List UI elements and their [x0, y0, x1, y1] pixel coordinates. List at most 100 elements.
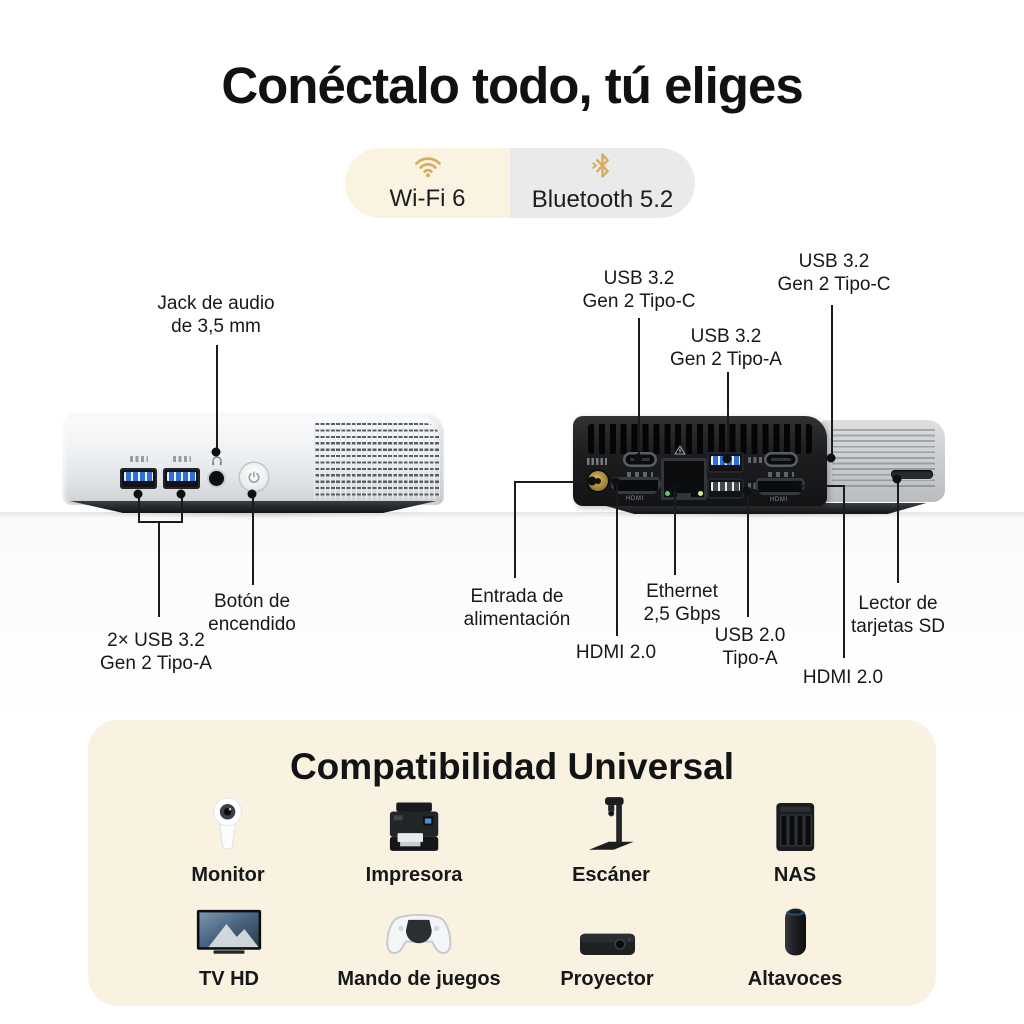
- callout-dot: [826, 453, 836, 463]
- page-title: Conéctalo todo, tú eliges: [221, 57, 803, 114]
- callout-line: [727, 372, 729, 457]
- audio-jack-port: [209, 471, 224, 486]
- compat-item-nas: NAS: [685, 792, 905, 887]
- nas-icon: [765, 792, 826, 856]
- power-icon: [248, 471, 260, 483]
- callout-line: [831, 305, 833, 457]
- callout-line: [797, 485, 843, 487]
- callout-line: [674, 487, 676, 575]
- callout-line: [158, 521, 160, 617]
- callout-usb-c-left: USB 3.2 Gen 2 Tipo-C: [582, 268, 696, 312]
- usb-ss-icon: [748, 457, 766, 463]
- table-surface: [0, 517, 1024, 717]
- callout-ethernet: Ethernet 2,5 Gbps: [643, 581, 721, 625]
- front-vent-grille-icon: [314, 423, 440, 499]
- projector-icon: [575, 896, 640, 960]
- bluetooth-badge-label: Bluetooth 5.2: [531, 186, 674, 213]
- side-vent-grille-icon: [832, 429, 935, 490]
- callout-hdmi-left: HDMI 2.0: [575, 642, 657, 663]
- callout-usb-2: USB 2.0 Tipo-A: [714, 625, 786, 669]
- callout-dot: [722, 454, 732, 464]
- printer-icon: [381, 792, 447, 856]
- callout-power-in: Entrada de alimentación: [463, 586, 571, 630]
- compat-item-gamepad: Mando de juegos: [309, 896, 529, 991]
- compat-item-printer: Impresora: [304, 792, 524, 887]
- callout-usb-front: 2× USB 3.2 Gen 2 Tipo-A: [100, 630, 212, 674]
- bluetooth-icon: [590, 152, 615, 184]
- mini-pc-front-view: [62, 412, 444, 505]
- callout-line: [638, 318, 640, 457]
- callout-dot: [669, 482, 679, 492]
- usb-ss-icon: [130, 456, 148, 462]
- callout-dot: [633, 453, 643, 463]
- compatibility-card: Compatibilidad Universal Monitor: [88, 720, 936, 1006]
- usb-2-port: [707, 478, 744, 499]
- gamepad-icon: [382, 896, 456, 960]
- callout-dot: [176, 489, 186, 499]
- callout-line: [252, 497, 254, 585]
- rear-vent-slots-icon: [588, 424, 812, 454]
- connectivity-badges: Wi-Fi 6 Bluetooth 5.2: [345, 148, 695, 218]
- usb-ss-icon: [173, 456, 191, 462]
- compat-label: Proyector: [560, 968, 654, 990]
- dc-power-jack: [588, 471, 608, 491]
- wifi-icon: [413, 153, 443, 183]
- hdmi-port-left: [611, 477, 661, 494]
- callout-power-button: Botón de encendido: [208, 591, 296, 635]
- rear-device-base: [595, 503, 927, 514]
- compat-item-projector: Proyector: [497, 896, 717, 991]
- callout-usb-c-right: USB 3.2 Gen 2 Tipo-C: [777, 251, 891, 295]
- callout-hdmi-right: HDMI 2.0: [802, 667, 884, 688]
- callout-dot: [211, 447, 221, 457]
- compat-item-speaker: Altavoces: [685, 896, 905, 991]
- hdmi-marking: HDMI: [770, 497, 788, 503]
- compat-label: TV HD: [199, 968, 259, 990]
- compat-item-tv: TV HD: [119, 896, 339, 991]
- power-button: [240, 463, 268, 491]
- bluetooth-badge: Bluetooth 5.2: [510, 148, 695, 218]
- wifi-badge-label: Wi-Fi 6: [389, 185, 466, 212]
- scanner-icon: [579, 792, 643, 856]
- warning-icon: [674, 442, 686, 460]
- callout-line: [181, 497, 183, 523]
- callout-dot: [792, 480, 802, 490]
- usb-a-port: [163, 468, 200, 489]
- headphone-icon: [211, 454, 223, 472]
- callout-line: [843, 485, 845, 658]
- compat-label: Escáner: [572, 864, 650, 886]
- usb-c-port-right: [764, 452, 798, 467]
- callout-dot: [587, 476, 597, 486]
- callout-line: [514, 481, 592, 483]
- compatibility-title: Compatibilidad Universal: [289, 746, 735, 787]
- compat-label: Impresora: [365, 864, 463, 886]
- callout-dot: [611, 477, 621, 487]
- callout-line: [616, 482, 618, 636]
- callout-line: [897, 479, 899, 583]
- ethernet-port: [661, 458, 707, 500]
- speaker-icon: [778, 896, 813, 960]
- callout-dot: [742, 486, 752, 496]
- callout-audio-jack: Jack de audio de 3,5 mm: [157, 293, 275, 337]
- hdmi-marking: HDMI: [626, 496, 644, 502]
- table-edge: [0, 512, 1024, 517]
- tv-icon: [193, 896, 265, 960]
- usb-c-marking-icon: [627, 472, 653, 477]
- compat-item-scanner: Escáner: [501, 792, 721, 887]
- usb-a-port: [120, 468, 157, 489]
- mini-pc-side-panel: [820, 420, 945, 502]
- compat-item-monitor: Monitor: [118, 792, 338, 887]
- wifi-badge: Wi-Fi 6: [345, 148, 510, 218]
- security-camera-icon: [201, 792, 254, 856]
- callout-dot: [892, 474, 902, 484]
- sd-card-slot: [891, 470, 933, 479]
- compat-label: Mando de juegos: [337, 968, 501, 990]
- callout-sd-reader: Lector de tarjetas SD: [851, 593, 945, 637]
- dc-marking-icon: [587, 458, 607, 465]
- compat-label: Monitor: [191, 864, 265, 886]
- compat-label: NAS: [773, 864, 817, 886]
- compat-label: Altavoces: [747, 968, 843, 990]
- callout-line: [747, 491, 749, 617]
- usb-c-marking-icon: [768, 472, 794, 477]
- callout-dot: [247, 489, 257, 499]
